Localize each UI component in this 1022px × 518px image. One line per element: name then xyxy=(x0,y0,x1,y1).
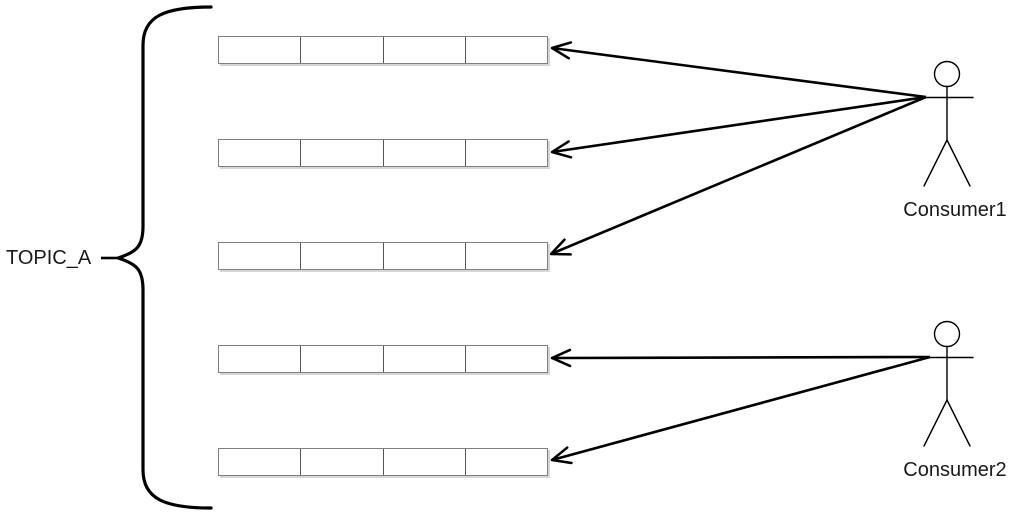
partition-2-segment-2 xyxy=(300,140,382,166)
partition-5-segment-4 xyxy=(464,449,547,475)
partition-3-segment-1 xyxy=(219,243,300,269)
partition-1-segment-4 xyxy=(464,37,547,63)
partition-1-segment-1 xyxy=(219,37,300,63)
partition-3-segment-3 xyxy=(382,243,465,269)
consumer2-head-icon xyxy=(933,320,961,348)
partition-row-5 xyxy=(218,448,548,476)
partition-2-segment-1 xyxy=(219,140,300,166)
partition-1-segment-3 xyxy=(382,37,465,63)
arrow-consumer1-partition3 xyxy=(549,95,927,256)
consumer2-arrows xyxy=(550,348,931,465)
arrow-consumer1-partition2 xyxy=(550,95,927,159)
partition-4-segment-4 xyxy=(464,346,547,372)
topic-brace-icon xyxy=(116,5,213,510)
partition-4-segment-2 xyxy=(300,346,382,372)
consumer1-left-leg xyxy=(923,139,948,187)
topic-label: TOPIC_A xyxy=(6,247,92,269)
consumer1-head-icon xyxy=(933,60,961,88)
consumer2-left-leg xyxy=(923,399,948,447)
partition-5-segment-2 xyxy=(300,449,382,475)
partition-row-2 xyxy=(218,139,548,167)
partition-2-segment-4 xyxy=(464,140,547,166)
partition-5-segment-1 xyxy=(219,449,300,475)
partition-5-segment-3 xyxy=(382,449,465,475)
consumer1-arrows xyxy=(549,41,927,256)
partition-1-segment-2 xyxy=(300,37,382,63)
partition-2-segment-3 xyxy=(382,140,465,166)
arrow-consumer2-partition4 xyxy=(550,348,931,368)
partition-3-segment-4 xyxy=(464,243,547,269)
partition-row-1 xyxy=(218,36,548,64)
consumer1-right-leg xyxy=(946,139,971,187)
arrow-consumer2-partition5 xyxy=(550,355,931,465)
consumer1-label: Consumer1 xyxy=(903,199,1007,221)
partition-3-segment-2 xyxy=(300,243,382,269)
consumer2-figure xyxy=(923,320,974,447)
arrow-consumer1-partition1 xyxy=(550,41,927,99)
consumer2-label: Consumer2 xyxy=(903,459,1007,481)
partition-row-4 xyxy=(218,345,548,373)
partition-4-segment-1 xyxy=(219,346,300,372)
consumer2-right-leg xyxy=(946,399,971,447)
consumer1-figure xyxy=(923,60,974,187)
partition-row-3 xyxy=(218,242,548,270)
partition-4-segment-3 xyxy=(382,346,465,372)
